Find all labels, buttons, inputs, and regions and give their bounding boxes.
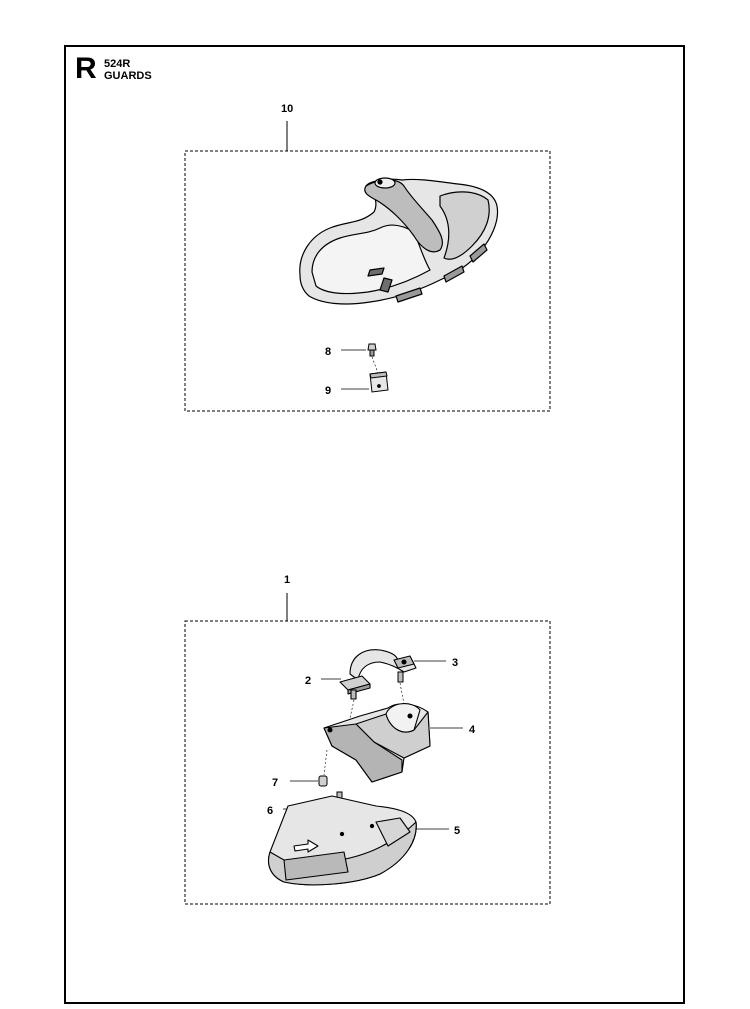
callout-6: 6 <box>267 805 273 817</box>
callout-7: 7 <box>272 777 278 789</box>
section-letter: R <box>75 52 97 85</box>
callout-5: 5 <box>454 825 460 837</box>
group-title: GUARDS <box>104 70 152 82</box>
screw-part-8 <box>367 343 377 357</box>
group-box-10 <box>184 150 551 412</box>
model-number: 524R <box>104 58 131 70</box>
callout-1: 1 <box>284 574 290 586</box>
plate-part-9 <box>369 371 389 393</box>
callout-9: 9 <box>325 385 331 397</box>
callout-4: 4 <box>469 724 476 736</box>
group-10: 10 8 9 <box>184 103 551 412</box>
assembly-line-3-4 <box>399 682 405 705</box>
group-1: 1 3 2 4 <box>184 574 551 905</box>
callout-10: 10 <box>281 103 293 115</box>
page-frame <box>64 45 685 1004</box>
assembly-line-7-4 <box>323 749 328 776</box>
callout-2: 2 <box>305 675 311 687</box>
assembly-line-2-4 <box>349 699 355 719</box>
group-box-1 <box>184 620 551 905</box>
grass-guard-part <box>299 177 499 305</box>
assembly-line-8-9 <box>371 356 379 374</box>
guard-part-5 <box>267 795 417 886</box>
callout-3: 3 <box>452 657 458 669</box>
bracket-part-4 <box>323 703 431 783</box>
spacer-part-7 <box>318 775 328 787</box>
clamp-part-3 <box>349 649 417 681</box>
clamp-screw <box>397 671 404 683</box>
clamp-plate-part-2 <box>339 675 371 700</box>
callout-8: 8 <box>325 346 331 358</box>
